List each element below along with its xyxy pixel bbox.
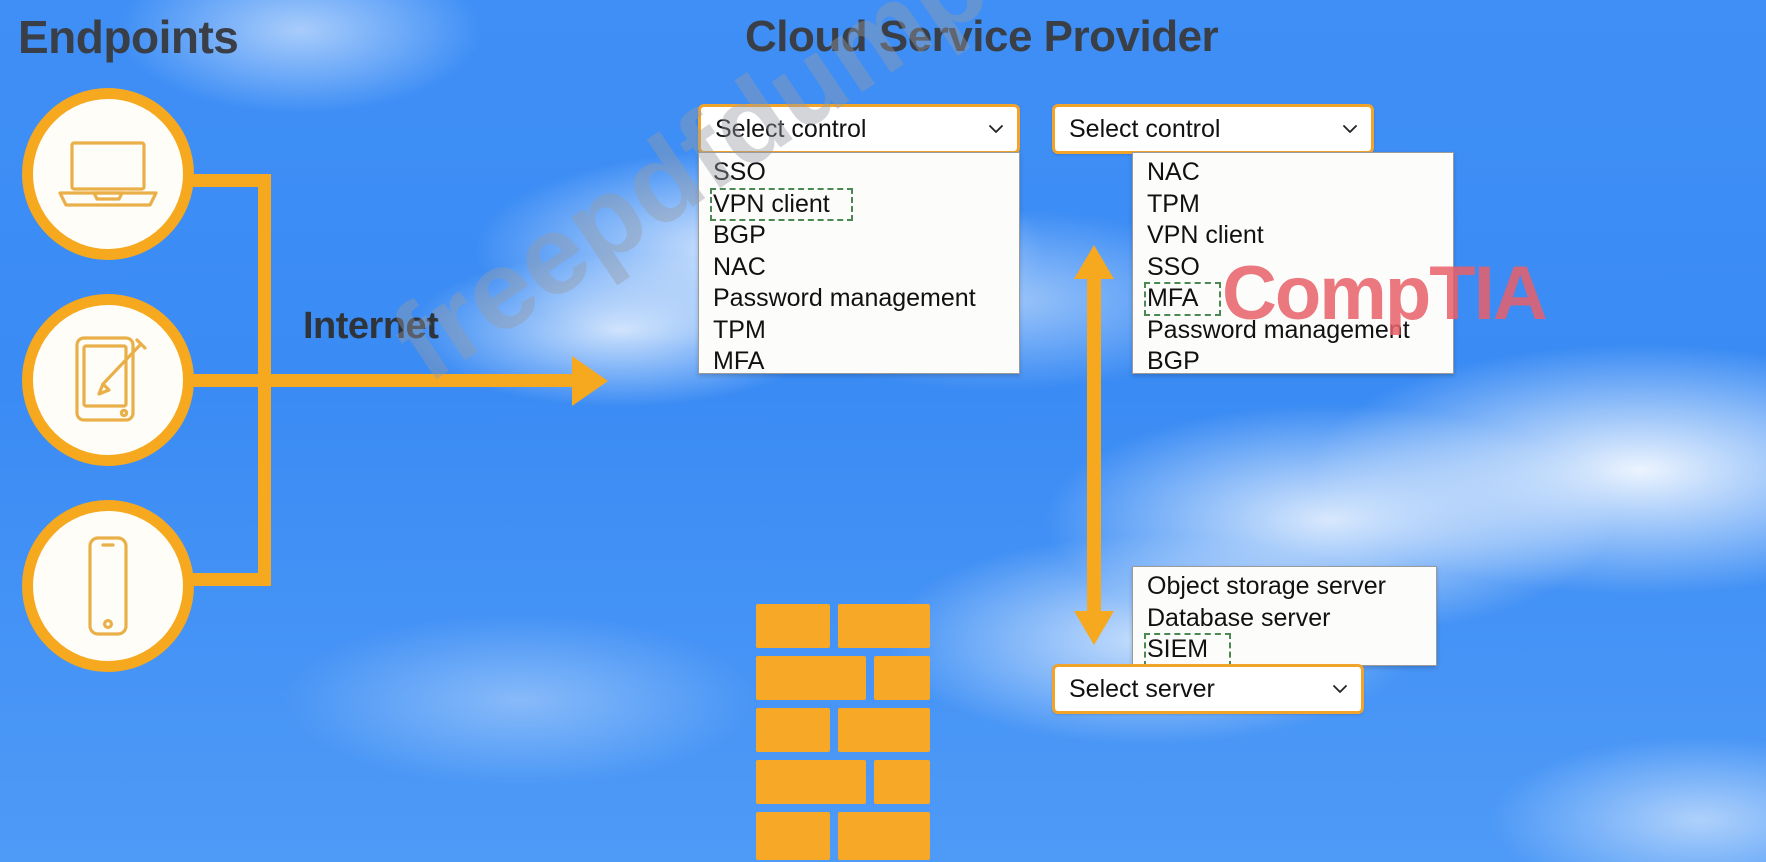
list-item[interactable]: VPN client xyxy=(1147,221,1264,249)
list-item-selected[interactable]: VPN client xyxy=(710,187,853,221)
option-list-server[interactable]: Object storage server Database server SI… xyxy=(1132,566,1437,667)
firewall-brick-wall xyxy=(752,600,934,862)
chevron-down-icon xyxy=(987,120,1005,138)
list-item[interactable]: MFA xyxy=(713,347,765,375)
chevron-down-icon xyxy=(1341,120,1359,138)
list-item[interactable]: TPM xyxy=(1147,189,1200,218)
option-list-control-2[interactable]: NAC TPM VPN client SSO MFA Password mana… xyxy=(1132,152,1454,375)
select-server-value: Select server xyxy=(1069,674,1215,703)
endpoints-title: Endpoints xyxy=(18,11,239,63)
select-control-1[interactable]: Select control xyxy=(698,104,1020,154)
bidirectional-arrow xyxy=(1074,245,1114,645)
tablet-stylus-icon xyxy=(59,332,157,428)
laptop-icon xyxy=(56,135,160,213)
list-item[interactable]: NAC xyxy=(1147,158,1200,186)
list-item[interactable]: BGP xyxy=(1147,347,1200,375)
endpoint-tablet xyxy=(22,294,194,466)
chevron-down-icon xyxy=(1331,680,1349,698)
internet-arrow-head xyxy=(572,356,608,406)
list-item[interactable]: Password management xyxy=(713,284,976,312)
select-control-1-value: Select control xyxy=(715,114,867,143)
connector-phone xyxy=(185,573,265,586)
list-item[interactable]: TPM xyxy=(713,315,766,344)
cloud-service-provider-title: Cloud Service Provider xyxy=(745,12,1219,61)
endpoint-phone xyxy=(22,500,194,672)
endpoint-laptop xyxy=(22,88,194,260)
list-item[interactable]: BGP xyxy=(713,221,766,249)
list-item[interactable]: SSO xyxy=(1147,252,1200,281)
list-item[interactable]: Database server xyxy=(1147,603,1331,632)
list-item-selected[interactable]: SIEM xyxy=(1143,633,1232,667)
internet-label: Internet xyxy=(303,305,439,347)
connector-laptop xyxy=(185,174,265,187)
connector-internet-line xyxy=(258,374,578,387)
connector-tablet xyxy=(185,374,265,387)
list-item[interactable]: NAC xyxy=(713,252,766,281)
list-item[interactable]: Password management xyxy=(1147,315,1410,344)
option-list-control-1[interactable]: SSO VPN client BGP NAC Password manageme… xyxy=(698,152,1020,375)
select-control-2-value: Select control xyxy=(1069,114,1221,143)
list-item[interactable]: Object storage server xyxy=(1147,572,1386,600)
list-item-selected[interactable]: MFA xyxy=(1143,282,1222,316)
select-control-2[interactable]: Select control xyxy=(1052,104,1374,154)
select-server[interactable]: Select server xyxy=(1052,664,1364,714)
smartphone-icon xyxy=(77,534,139,638)
list-item[interactable]: SSO xyxy=(713,158,766,186)
